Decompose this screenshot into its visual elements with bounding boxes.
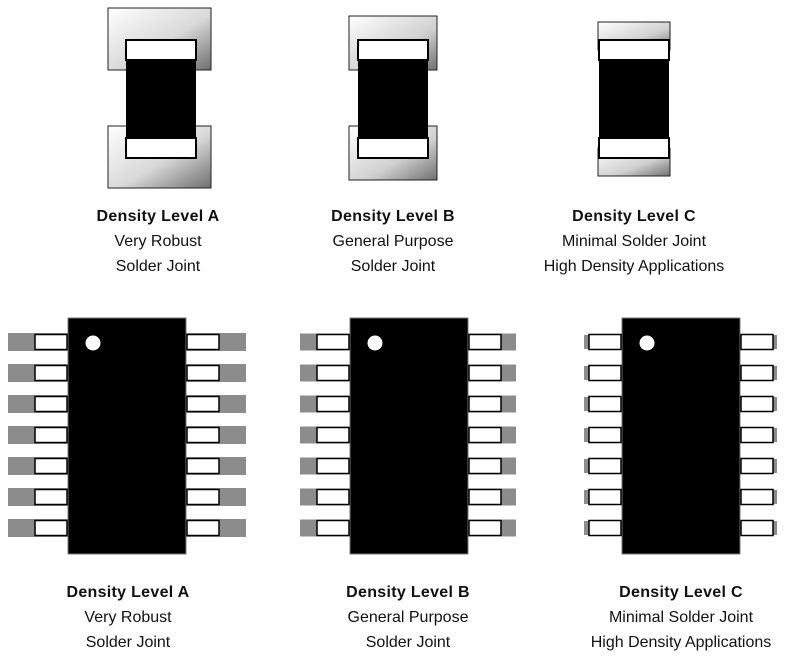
caption-top-b: Density Level B General Purpose Solder J… [263, 204, 523, 279]
right-lead [468, 364, 502, 382]
left-lead [316, 457, 350, 475]
pin-one-marker [367, 335, 383, 351]
caption-line: Solder Joint [365, 634, 451, 651]
left-lead [34, 457, 68, 475]
caption-line: Minimal Solder Joint [561, 233, 707, 250]
right-lead [186, 519, 220, 537]
caption-title: Density Level B [346, 584, 470, 601]
left-lead [588, 488, 622, 506]
ic-level-b [300, 317, 516, 555]
caption-line: Minimal Solder Joint [608, 609, 754, 626]
chip-b-top-termination [357, 39, 429, 61]
ic-body [67, 317, 187, 555]
caption-title: Density Level C [572, 208, 696, 225]
right-lead [740, 457, 774, 475]
right-lead [186, 457, 220, 475]
left-lead [34, 364, 68, 382]
left-lead [588, 519, 622, 537]
left-lead [34, 395, 68, 413]
caption-bottom-c: Density Level C Minimal Solder Joint Hig… [551, 580, 794, 655]
left-lead [34, 488, 68, 506]
chip-level-a [107, 7, 212, 189]
caption-line: Solder Joint [85, 634, 171, 651]
caption-title: Density Level C [619, 584, 743, 601]
caption-line: General Purpose [347, 609, 469, 626]
pin-one-marker [85, 335, 101, 351]
right-lead [740, 333, 774, 351]
left-lead [588, 426, 622, 444]
left-lead [588, 364, 622, 382]
caption-title: Density Level A [96, 208, 220, 225]
right-lead [468, 333, 502, 351]
left-lead [34, 333, 68, 351]
caption-line: High Density Applications [543, 258, 725, 275]
left-lead [316, 519, 350, 537]
caption-top-c: Density Level C Minimal Solder Joint Hig… [504, 204, 764, 279]
right-lead [186, 488, 220, 506]
left-lead [588, 395, 622, 413]
right-lead [740, 395, 774, 413]
ic-body [621, 317, 741, 555]
right-lead [186, 426, 220, 444]
right-lead [740, 488, 774, 506]
ic-level-a [8, 317, 246, 555]
right-lead [186, 333, 220, 351]
left-lead [34, 426, 68, 444]
chip-level-c [597, 21, 671, 177]
left-lead [316, 364, 350, 382]
right-lead [468, 457, 502, 475]
chip-a-bottom-termination [125, 137, 197, 159]
caption-line: General Purpose [332, 233, 454, 250]
left-lead [588, 457, 622, 475]
right-lead [740, 364, 774, 382]
right-lead [740, 426, 774, 444]
chip-level-b [348, 15, 438, 181]
chip-c-bottom-termination [598, 137, 670, 159]
right-lead [468, 395, 502, 413]
ic-body [349, 317, 469, 555]
right-lead [468, 519, 502, 537]
left-lead [588, 333, 622, 351]
caption-top-a: Density Level A Very Robust Solder Joint [28, 204, 288, 279]
caption-line: Very Robust [84, 609, 172, 626]
caption-line: Solder Joint [115, 258, 201, 275]
chip-a-top-termination [125, 39, 197, 61]
caption-line: High Density Applications [590, 634, 772, 651]
right-lead [186, 364, 220, 382]
right-lead [468, 426, 502, 444]
caption-title: Density Level B [331, 208, 455, 225]
right-lead [186, 395, 220, 413]
left-lead [34, 519, 68, 537]
ic-level-c [584, 317, 777, 555]
caption-bottom-a: Density Level A Very Robust Solder Joint [0, 580, 258, 655]
pin-one-marker [639, 335, 655, 351]
chip-c-top-termination [598, 39, 670, 61]
left-lead [316, 395, 350, 413]
left-lead [316, 488, 350, 506]
caption-title: Density Level A [66, 584, 190, 601]
left-lead [316, 426, 350, 444]
caption-bottom-b: Density Level B General Purpose Solder J… [278, 580, 538, 655]
right-lead [740, 519, 774, 537]
caption-line: Solder Joint [350, 258, 436, 275]
right-lead [468, 488, 502, 506]
caption-line: Very Robust [114, 233, 202, 250]
chip-b-bottom-termination [357, 137, 429, 159]
left-lead [316, 333, 350, 351]
